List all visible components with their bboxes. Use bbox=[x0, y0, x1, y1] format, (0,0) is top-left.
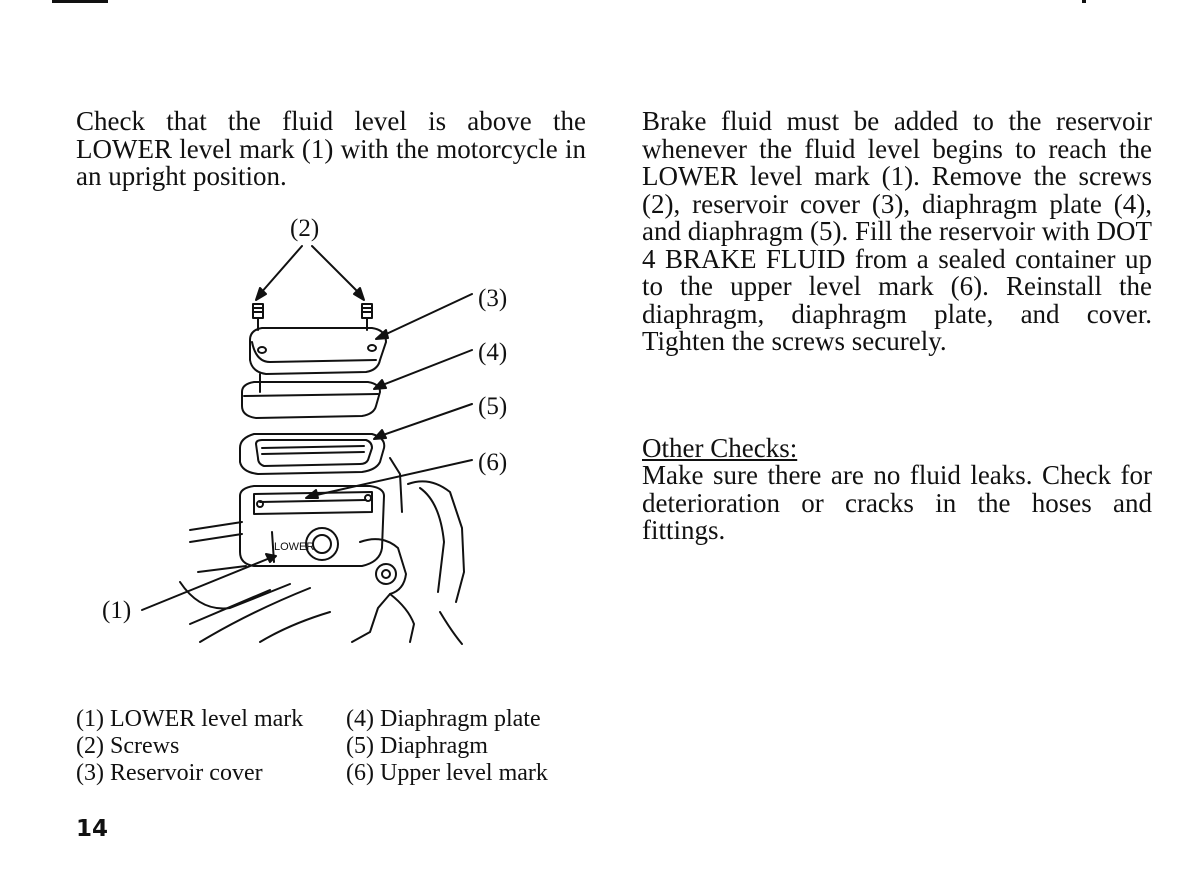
legend-column-2: (4) Diaphragm plate (5) Diaphragm (6) Up… bbox=[346, 706, 548, 787]
reservoir-diagram: LOWER (2) (3) (4) (5) (6) (1) bbox=[90, 212, 540, 672]
reservoir-illustration: LOWER bbox=[141, 245, 473, 645]
legend-item: (3) Reservoir cover bbox=[76, 760, 263, 786]
callout-6: (6) bbox=[478, 449, 508, 476]
legend-item: (6) Upper level mark bbox=[346, 760, 548, 786]
refill-instructions-paragraph: Brake fluid must be added to the reservo… bbox=[642, 106, 1152, 356]
callout-1: (1) bbox=[102, 597, 132, 624]
callout-2: (2) bbox=[290, 215, 320, 242]
top-rule bbox=[52, 0, 108, 3]
legend-column-1: (1) LOWER level mark (2) Screws (3) Rese… bbox=[76, 706, 303, 787]
legend-item: (1) LOWER level mark bbox=[76, 706, 304, 732]
other-checks-paragraph: Make sure there are no fluid leaks. Chec… bbox=[642, 460, 1152, 545]
other-checks-heading: Other Checks: bbox=[642, 433, 798, 463]
page-number: 14 bbox=[76, 816, 109, 842]
legend-item: (5) Diaphragm bbox=[346, 733, 488, 759]
legend-item: (4) Diaphragm plate bbox=[346, 706, 541, 732]
reservoir-lower-label: LOWER bbox=[274, 541, 314, 553]
callout-3: (3) bbox=[478, 285, 508, 312]
callout-5: (5) bbox=[478, 393, 508, 420]
top-tick-mark bbox=[1082, 0, 1086, 3]
intro-paragraph: Check that the fluid level is above the … bbox=[76, 106, 586, 191]
legend-item: (2) Screws bbox=[76, 733, 180, 759]
callout-4: (4) bbox=[478, 339, 508, 366]
